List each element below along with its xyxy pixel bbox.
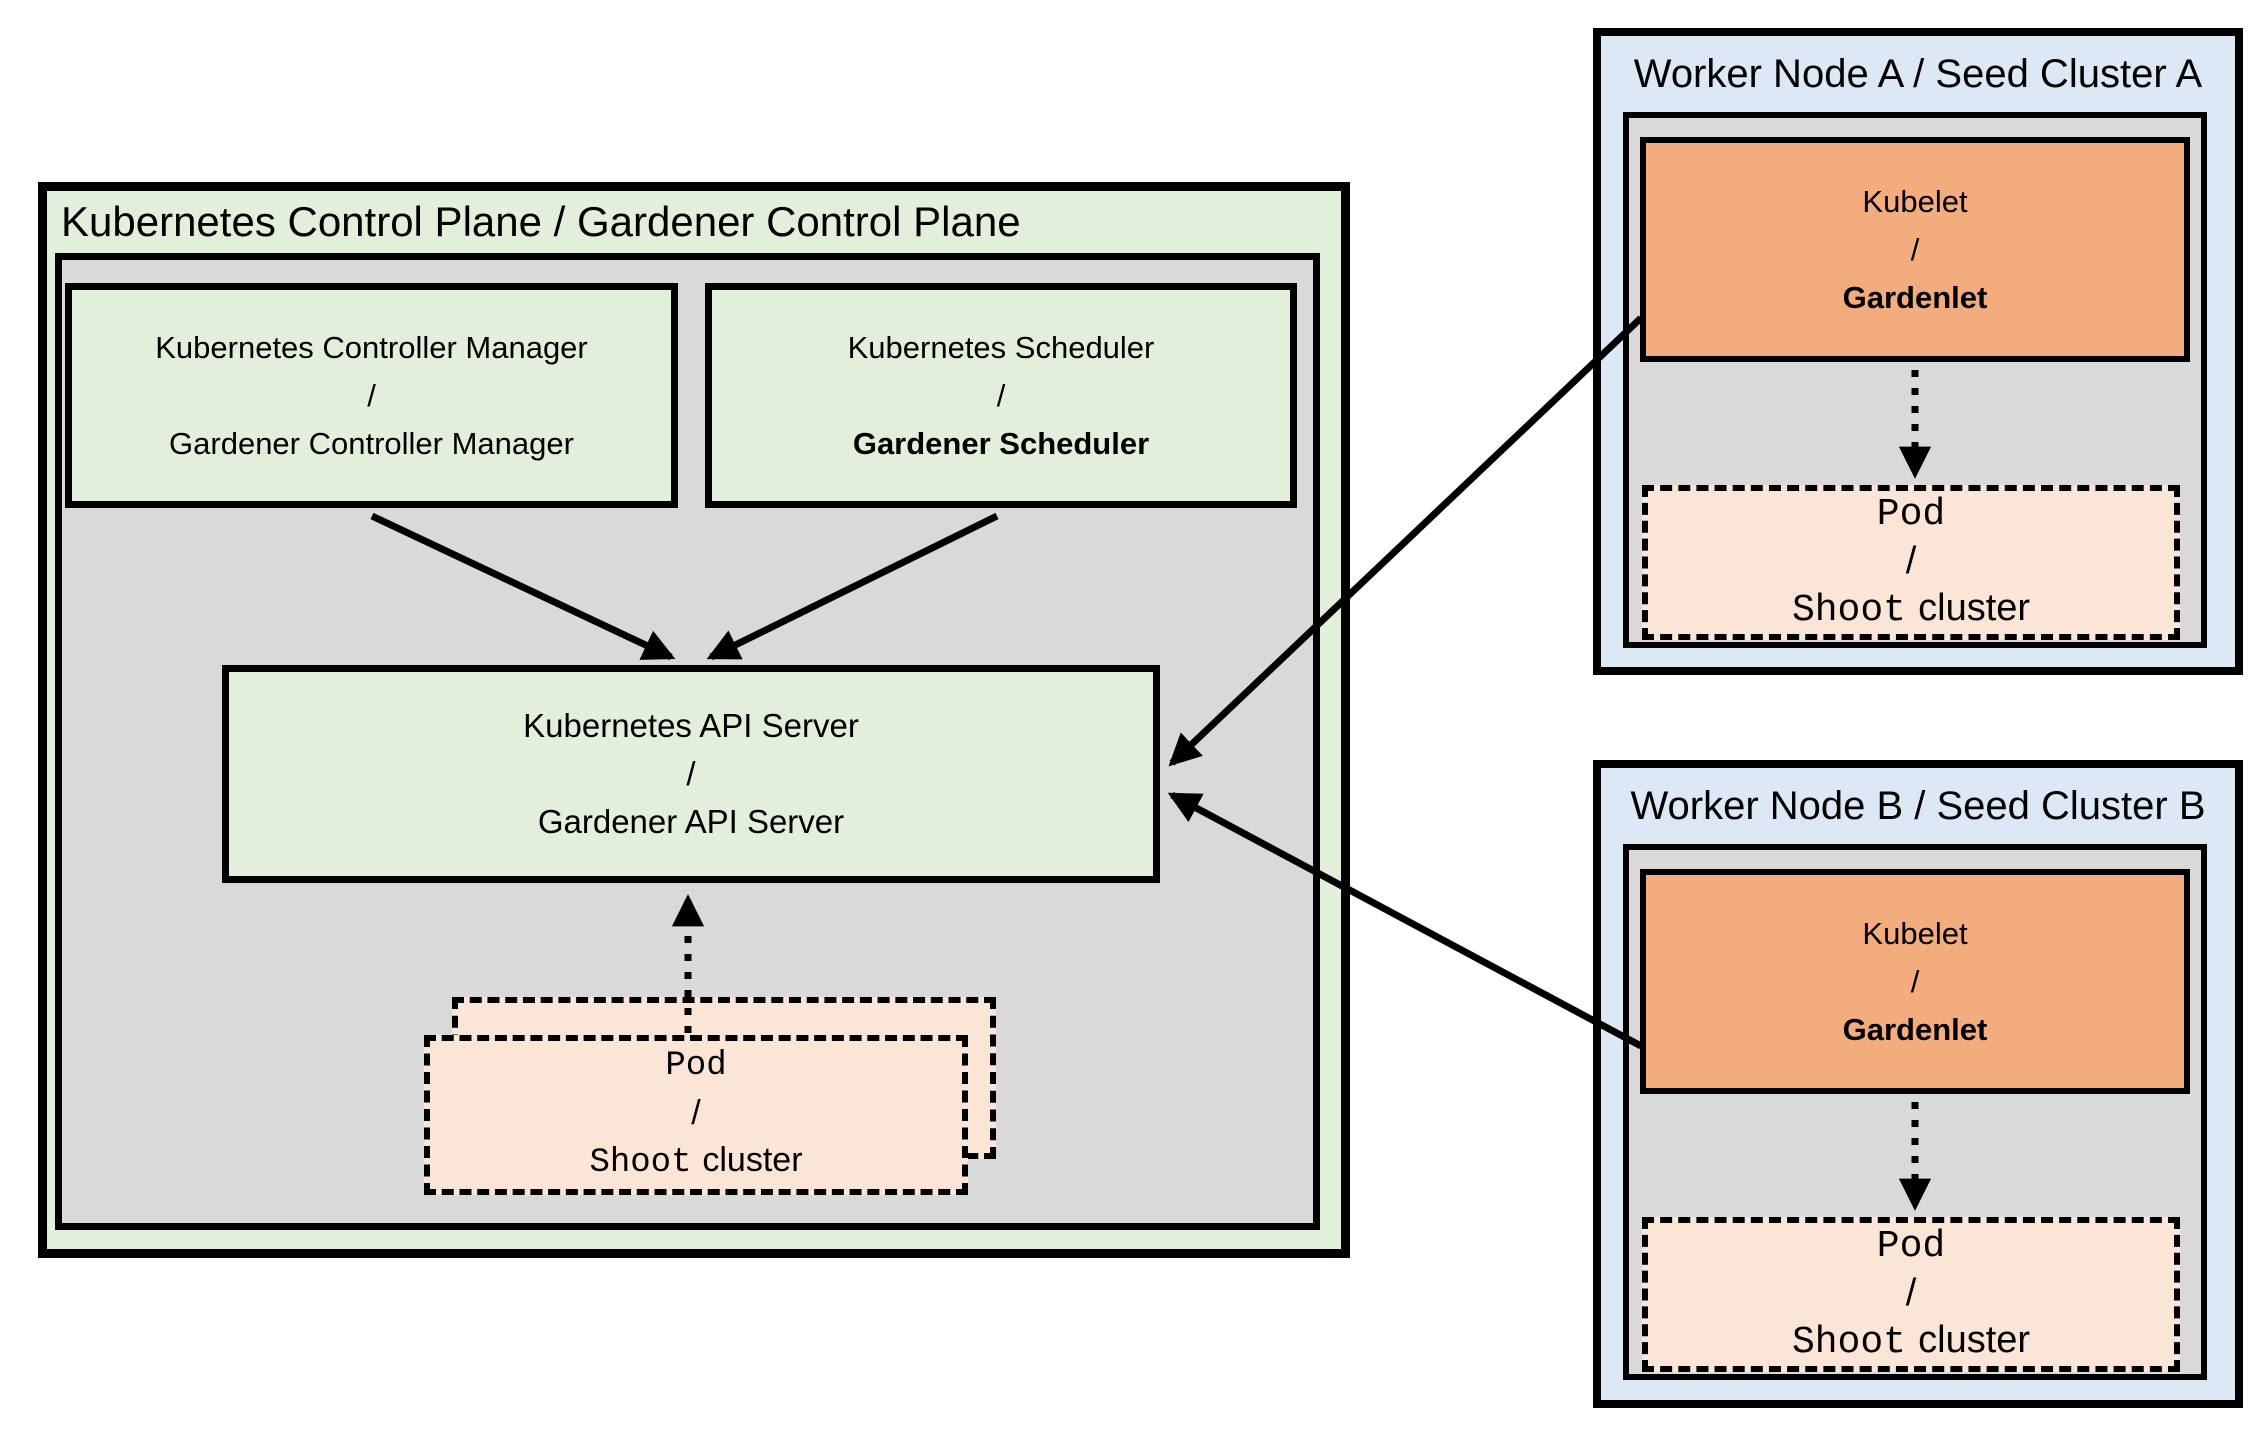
worker-node-a-pod-label: Pod / Shoot cluster xyxy=(1648,491,2174,634)
scheduler-label: Kubernetes Scheduler / Gardener Schedule… xyxy=(712,290,1290,501)
worker-node-b-pod-box: Pod / Shoot cluster xyxy=(1642,1217,2180,1372)
worker-node-b-kubelet-slash: / xyxy=(1910,963,1920,999)
worker-node-a-pod-line2-cluster: cluster xyxy=(1918,587,2031,629)
api-server-line2: Gardener API Server xyxy=(537,803,845,840)
worker-node-a-kubelet-box: Kubelet / Gardenlet xyxy=(1640,137,2190,362)
worker-node-a-kubelet-label: Kubelet / Gardenlet xyxy=(1646,143,2184,356)
worker-node-b-pod-line2: Shoot cluster xyxy=(1792,1317,2030,1366)
scheduler-slash: / xyxy=(996,377,1006,413)
worker-node-a-inner-panel: Kubelet / Gardenlet Pod / Shoot cluster xyxy=(1623,112,2207,648)
worker-node-b-pod-slash: / xyxy=(1905,1272,1917,1314)
worker-node-b-pod-line2-shoot: Shoot xyxy=(1791,1321,1906,1364)
controller-manager-slash: / xyxy=(367,377,376,413)
control-plane-pod-line2-shoot: Shoot xyxy=(589,1144,692,1182)
worker-node-b-box: Worker Node B / Seed Cluster B Kubelet /… xyxy=(1593,760,2243,1408)
controller-manager-line2: Gardener Controller Manager xyxy=(169,425,574,461)
worker-node-a-pod-line2-shoot: Shoot xyxy=(1791,589,1906,632)
worker-node-a-kubelet-line2: Gardenlet xyxy=(1842,279,1988,315)
control-plane-inner-panel: Kubernetes Controller Manager / Gardener… xyxy=(55,253,1320,1230)
worker-node-a-pod-line2: Shoot cluster xyxy=(1792,585,2030,634)
worker-node-b-inner-panel: Kubelet / Gardenlet Pod / Shoot cluster xyxy=(1623,844,2207,1380)
control-plane-pod-slash: / xyxy=(691,1094,701,1132)
worker-node-b-kubelet-label: Kubelet / Gardenlet xyxy=(1646,875,2184,1088)
api-server-line1: Kubernetes API Server xyxy=(523,707,859,744)
control-plane-title: Kubernetes Control Plane / Gardener Cont… xyxy=(61,197,1021,245)
worker-node-a-pod-slash: / xyxy=(1905,540,1917,582)
control-plane-pod-label: Pod / Shoot cluster xyxy=(430,1041,962,1189)
worker-node-a-pod-line1: Pod xyxy=(1876,493,1946,536)
scheduler-line1: Kubernetes Scheduler xyxy=(847,329,1155,365)
controller-manager-box: Kubernetes Controller Manager / Gardener… xyxy=(65,283,678,508)
worker-node-a-kubelet-slash: / xyxy=(1910,231,1920,267)
api-server-box: Kubernetes API Server / Gardener API Ser… xyxy=(222,665,1160,883)
worker-node-b-kubelet-box: Kubelet / Gardenlet xyxy=(1640,869,2190,1094)
worker-node-b-title: Worker Node B / Seed Cluster B xyxy=(1630,783,2206,828)
scheduler-line2: Gardener Scheduler xyxy=(852,425,1150,461)
worker-node-b-kubelet-line2: Gardenlet xyxy=(1842,1011,1988,1047)
controller-manager-line1: Kubernetes Controller Manager xyxy=(155,329,588,365)
api-server-slash: / xyxy=(686,755,696,792)
scheduler-box: Kubernetes Scheduler / Gardener Schedule… xyxy=(705,283,1297,508)
worker-node-a-pod-box: Pod / Shoot cluster xyxy=(1642,485,2180,640)
worker-node-a-kubelet-line1: Kubelet xyxy=(1862,183,1968,219)
worker-node-b-pod-line2-cluster: cluster xyxy=(1918,1319,2031,1361)
worker-node-b-pod-line1: Pod xyxy=(1876,1225,1946,1268)
worker-node-b-kubelet-line1: Kubelet xyxy=(1862,915,1968,951)
control-plane-box: Kubernetes Control Plane / Gardener Cont… xyxy=(38,182,1350,1258)
control-plane-pod-line1: Pod xyxy=(665,1047,727,1085)
control-plane-pod-line2: Shoot cluster xyxy=(589,1137,802,1187)
controller-manager-label: Kubernetes Controller Manager / Gardener… xyxy=(72,290,671,501)
worker-node-b-pod-label: Pod / Shoot cluster xyxy=(1648,1223,2174,1366)
worker-node-a-box: Worker Node A / Seed Cluster A Kubelet /… xyxy=(1593,28,2243,675)
api-server-label: Kubernetes API Server / Gardener API Ser… xyxy=(229,672,1153,876)
control-plane-pod-box: Pod / Shoot cluster xyxy=(424,1035,968,1195)
control-plane-pod-line2-cluster: cluster xyxy=(702,1141,803,1179)
worker-node-a-title: Worker Node A / Seed Cluster A xyxy=(1633,51,2203,96)
